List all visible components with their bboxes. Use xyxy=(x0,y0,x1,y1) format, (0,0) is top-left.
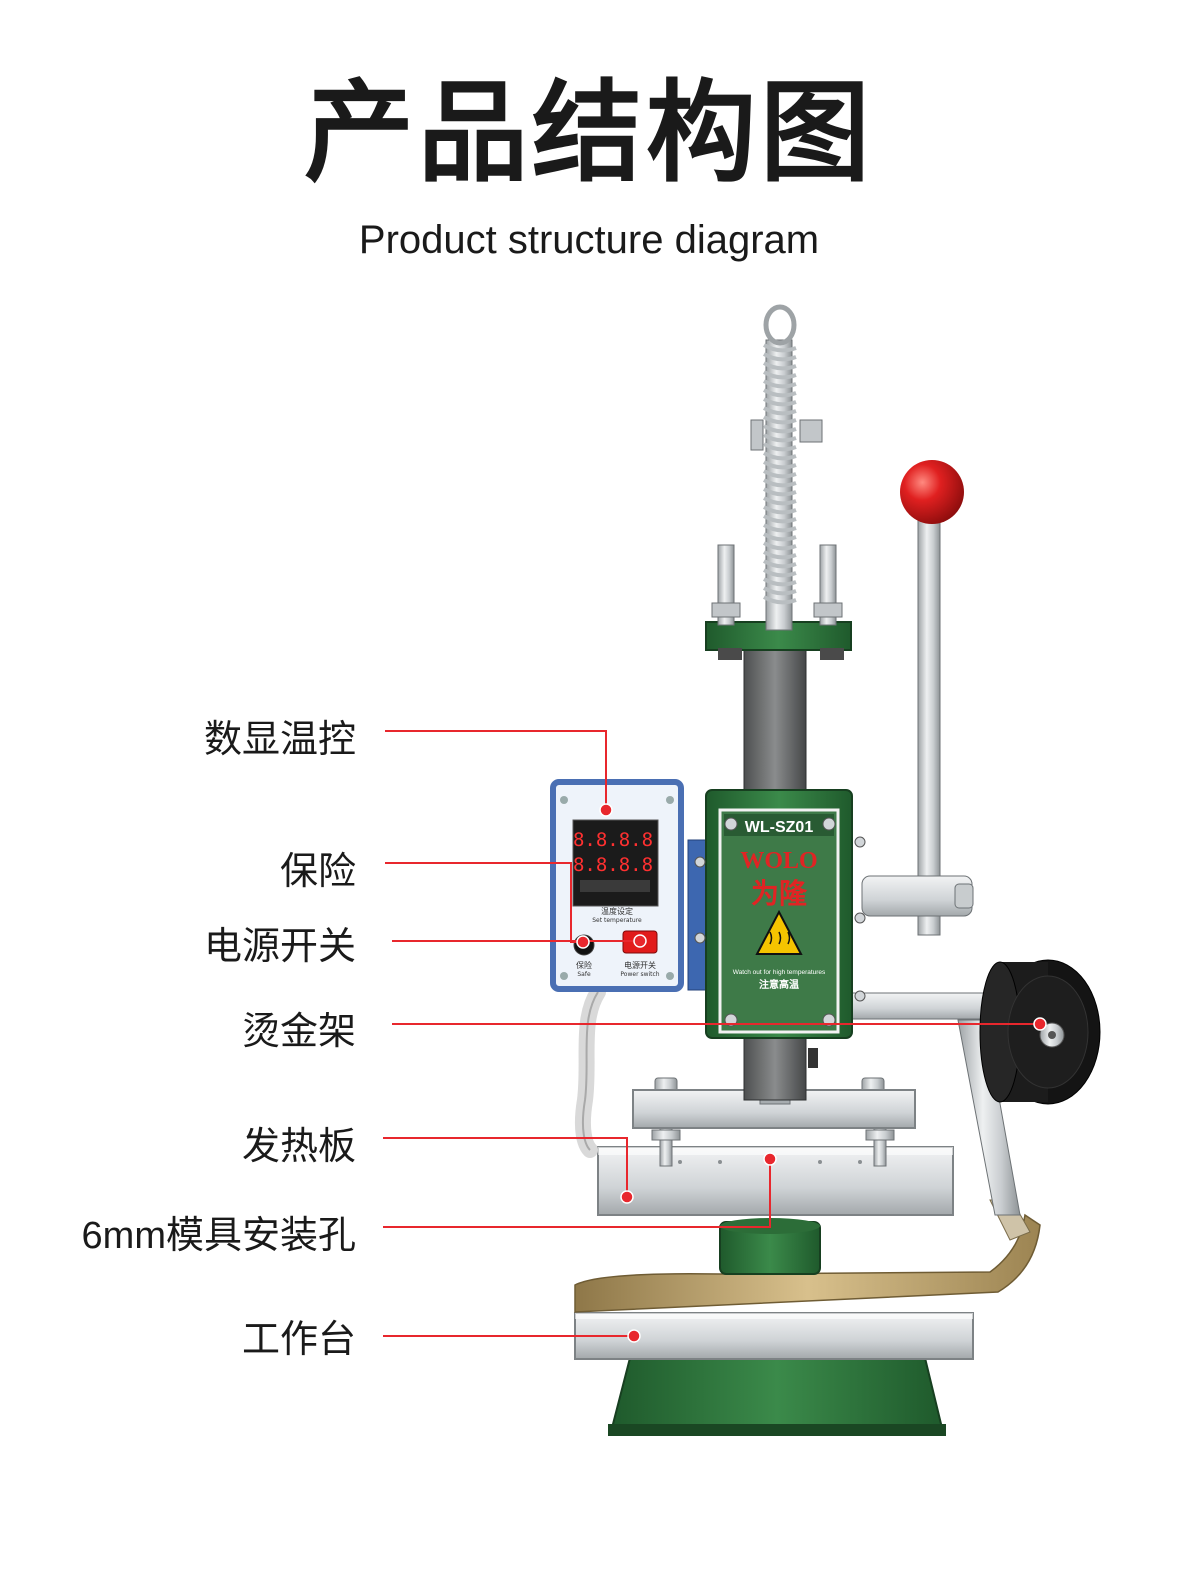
callout-line-mold-hole xyxy=(383,1159,771,1228)
callout-dot-worktable xyxy=(627,1329,641,1343)
label-power-switch: 电源开关 xyxy=(203,924,356,968)
callout-lines xyxy=(383,730,1040,1337)
spring-coil xyxy=(762,550,797,560)
spring-coil xyxy=(762,523,797,533)
spring-coil xyxy=(762,559,797,569)
display-top: 8.8.8.8 xyxy=(573,829,653,851)
spring-coil xyxy=(762,343,797,353)
callout-dot-fuse xyxy=(576,935,590,949)
callout-dot-power-switch xyxy=(633,934,647,948)
spring-coil xyxy=(762,460,797,470)
display-bottom: 8.8.8.8 xyxy=(573,854,653,876)
spring-coil xyxy=(762,478,797,488)
safe-label-en: Safe xyxy=(577,971,591,978)
spring-coil xyxy=(762,406,797,416)
warning-cn: 注意高温 xyxy=(759,978,799,991)
callout-dot-foil-holder xyxy=(1033,1017,1047,1031)
spring-coil xyxy=(762,397,797,407)
callout-line-heating-plate xyxy=(383,1137,628,1197)
spring-coil xyxy=(762,595,797,605)
label-temp-control: 数显温控 xyxy=(203,717,356,761)
callout-line-temp-control xyxy=(385,730,607,810)
spring-coil xyxy=(762,388,797,398)
press-head: WL-SZ01 WOLO 为隆 Watch out for high tempe… xyxy=(694,789,866,1039)
panel-caption-en: Set temperature xyxy=(592,917,642,924)
safe-label-cn: 保险 xyxy=(576,960,592,970)
callout-dot-temp-control xyxy=(599,803,613,817)
machine-base xyxy=(608,1357,946,1436)
spring-coil xyxy=(762,496,797,506)
spring-coil xyxy=(762,379,797,389)
callout-dot-heating-plate xyxy=(620,1190,634,1204)
cable xyxy=(574,984,606,1158)
page-subtitle: Product structure diagram xyxy=(358,218,820,262)
warning-en: Watch out for high temperatures xyxy=(733,969,826,976)
press-lever xyxy=(861,460,974,936)
spring-coil xyxy=(762,370,797,380)
model-plate: WL-SZ01 xyxy=(745,819,814,836)
brand-cn: 为隆 xyxy=(751,877,808,910)
brand-en: WOLO xyxy=(740,848,817,874)
temperature-controller: 8.8.8.8 8.8.8.8 温度设定 Set temperature 保险 … xyxy=(550,779,719,992)
label-fuse: 保险 xyxy=(279,849,356,893)
spring-coil xyxy=(762,361,797,371)
spring-coil xyxy=(762,568,797,578)
spring-coil xyxy=(762,424,797,434)
spring xyxy=(762,343,797,605)
foil-holder xyxy=(844,959,1101,1216)
spring-coil xyxy=(762,586,797,596)
panel-caption-cn: 温度设定 xyxy=(601,906,633,916)
spring-coil xyxy=(762,352,797,362)
lever-knob[interactable] xyxy=(900,460,964,524)
spring-coil xyxy=(762,415,797,425)
switch-label-cn: 电源开关 xyxy=(624,960,656,970)
spring-coil xyxy=(762,487,797,497)
spring-coil xyxy=(762,505,797,515)
plate-bolts xyxy=(651,1077,895,1167)
spring-coil xyxy=(762,451,797,461)
spring-coil xyxy=(762,514,797,524)
page-title: 产品结构图 xyxy=(304,69,874,197)
spring-coil xyxy=(762,469,797,479)
label-foil-holder: 烫金架 xyxy=(241,1009,356,1053)
label-worktable: 工作台 xyxy=(241,1317,356,1361)
callout-dot-mold-hole xyxy=(763,1152,777,1166)
switch-label-en: Power switch xyxy=(620,971,659,978)
spring-coil xyxy=(762,442,797,452)
label-mold-hole: 6mm模具安装孔 xyxy=(81,1215,356,1257)
spring-coil xyxy=(762,541,797,551)
label-heating-plate: 发热板 xyxy=(241,1124,356,1168)
spring-coil xyxy=(762,532,797,542)
spring-coil xyxy=(762,433,797,443)
callout-dots xyxy=(576,803,1047,1343)
spring-coil xyxy=(762,577,797,587)
